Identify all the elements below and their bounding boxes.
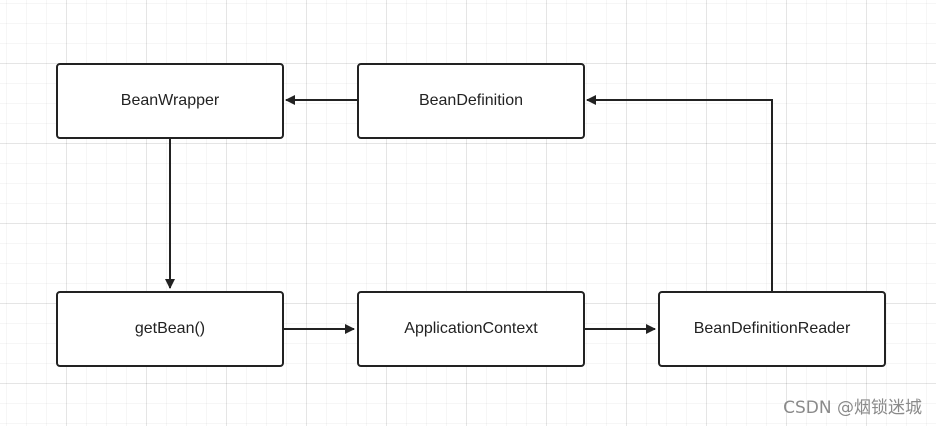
- edge-beandefinitionreader-to-beandefinition: [586, 95, 773, 291]
- node-application-context[interactable]: ApplicationContext: [357, 291, 585, 367]
- node-bean-definition-reader[interactable]: BeanDefinitionReader: [658, 291, 886, 367]
- node-label: BeanWrapper: [120, 92, 220, 109]
- node-label: ApplicationContext: [404, 320, 538, 337]
- node-label: BeanDefinition: [418, 92, 524, 109]
- node-bean-definition[interactable]: BeanDefinition: [357, 63, 585, 139]
- node-get-bean[interactable]: getBean(): [56, 291, 284, 367]
- watermark-text: CSDN @烟锁迷城: [783, 398, 922, 418]
- node-label: getBean(): [134, 320, 206, 337]
- node-label: BeanDefinitionReader: [693, 320, 851, 337]
- node-bean-wrapper[interactable]: BeanWrapper: [56, 63, 284, 139]
